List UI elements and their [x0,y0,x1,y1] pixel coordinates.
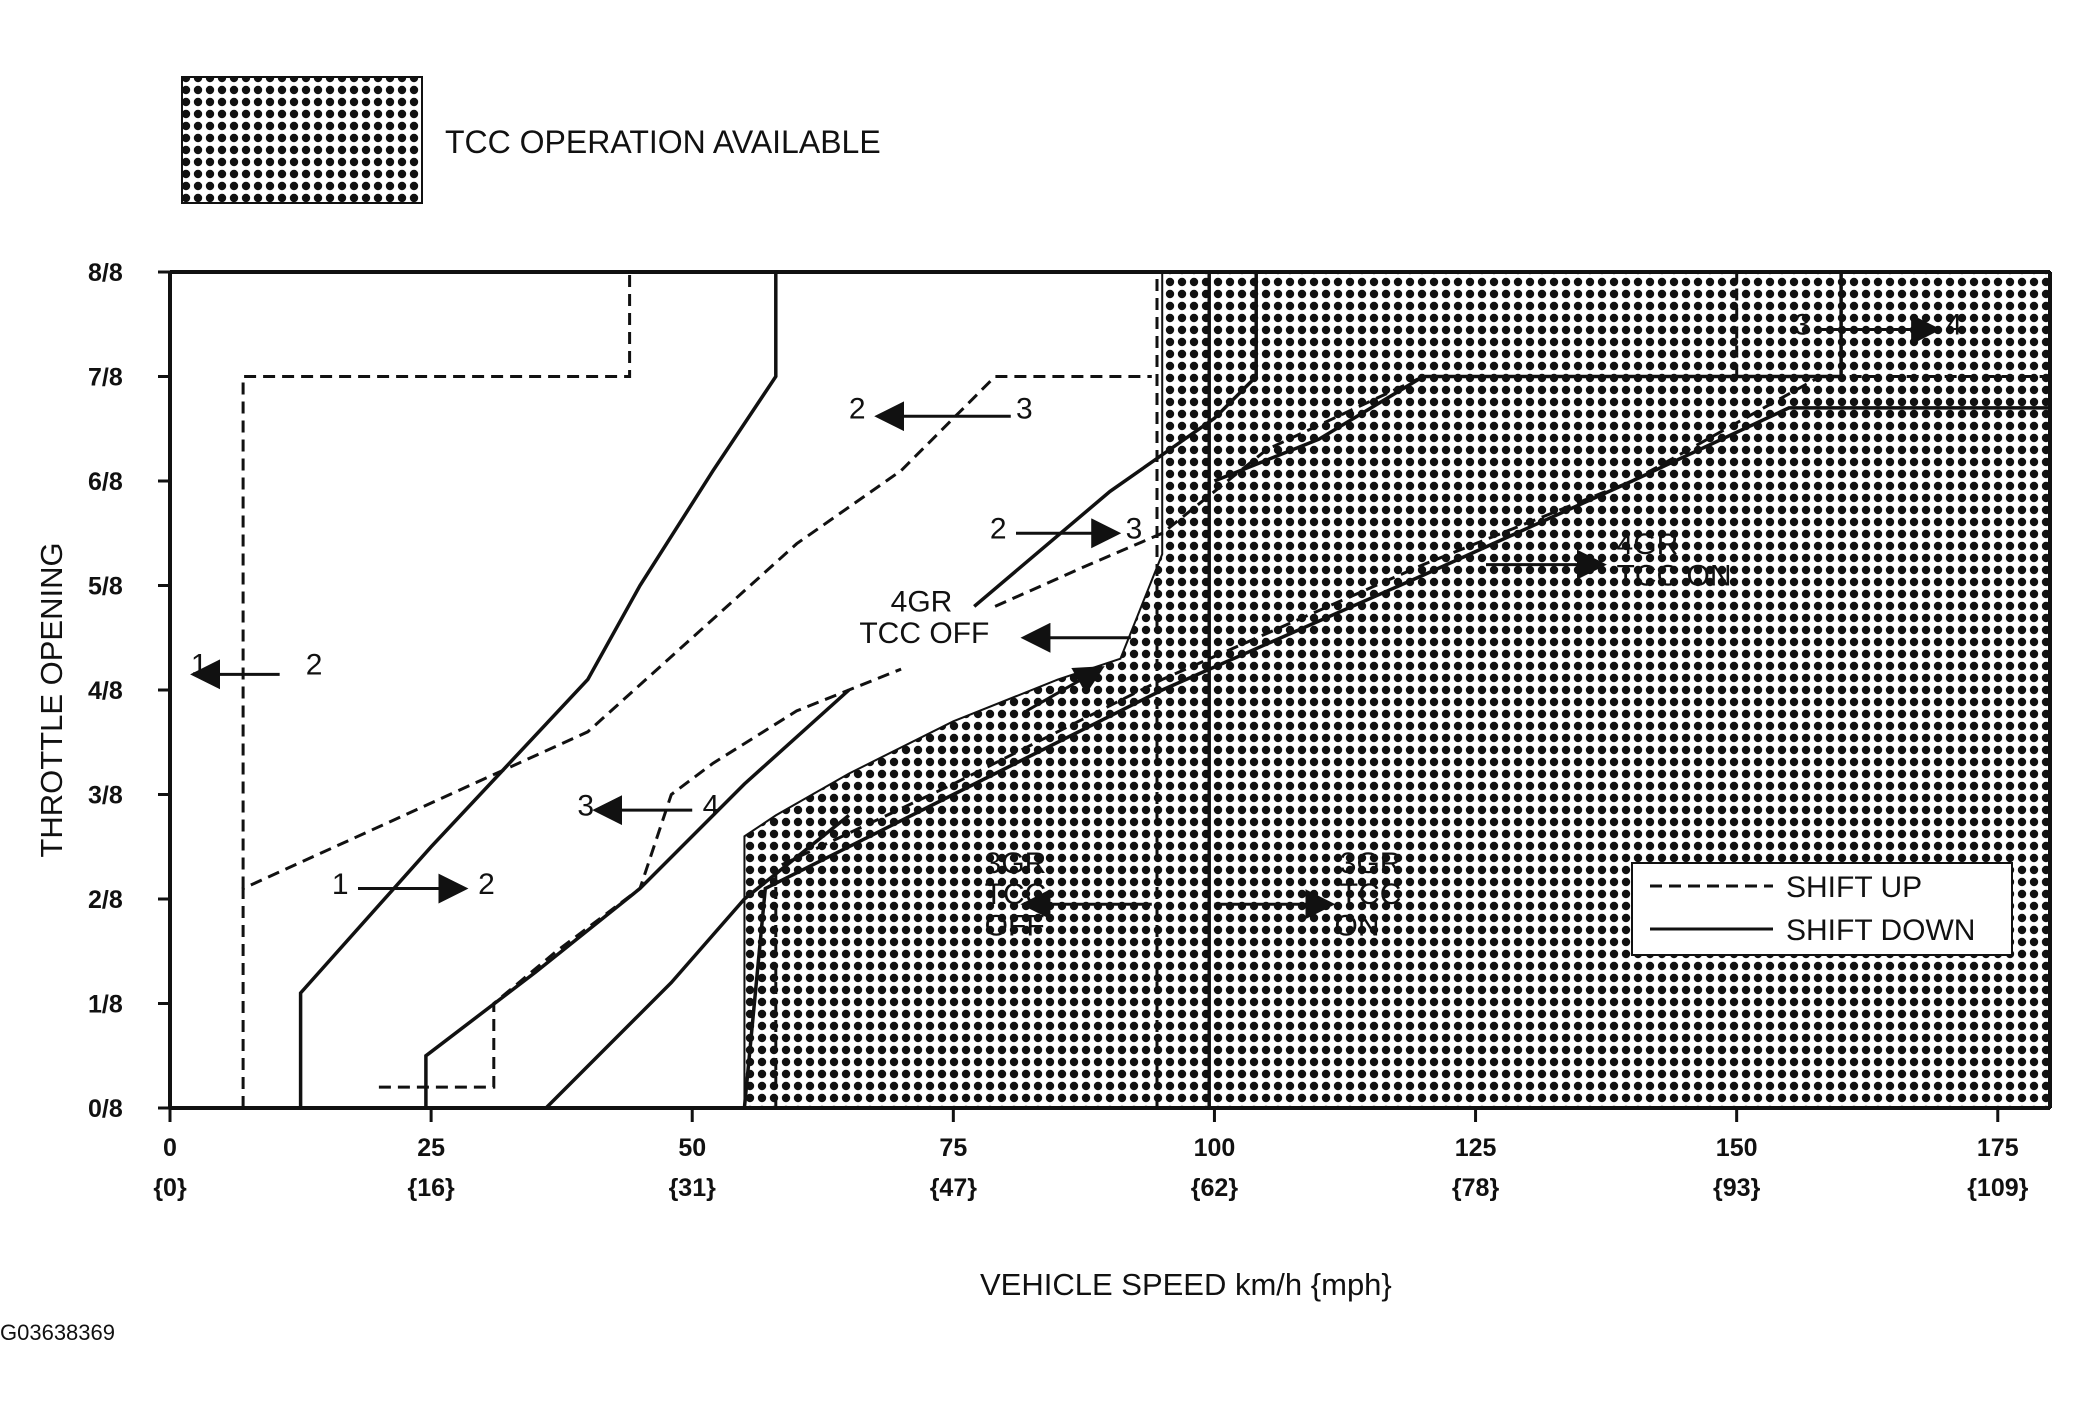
annotation-19: 3GR [1340,847,1402,880]
annotation-1: 2 [306,648,323,681]
x-tick-label-5: 125 [1455,1134,1497,1162]
annotation-10: 3 [1794,309,1811,342]
x-axis-title: VEHICLE SPEED km/h {mph} [980,1267,1392,1302]
x-tick-sublabel-1: {16} [407,1174,455,1202]
annotation-5: 4 [703,789,720,822]
y-tick-label-6: 6/8 [88,468,123,496]
series-line-4 [424,688,851,1108]
y-tick-label-4: 4/8 [88,677,123,705]
annotation-8: 2 [990,512,1007,545]
line-legend: SHIFT UP SHIFT DOWN [1631,862,2013,956]
x-tick-label-0: 0 [163,1134,177,1162]
x-tick-label-7: 175 [1977,1134,2019,1162]
annotation-16: 3GR [985,847,1047,880]
tcc-legend-label: TCC OPERATION AVAILABLE [445,124,881,160]
series-line-1 [241,272,632,889]
series-line-0 [241,375,1152,1108]
annotation-0: 1 [191,648,208,681]
y-tick-label-7: 7/8 [88,364,123,392]
series-line-7 [994,272,1843,608]
tcc-region [743,271,2051,1109]
annotation-12: 4GR [891,586,953,619]
x-tick-label-1: 25 [417,1134,445,1162]
series-line-5 [544,814,850,1110]
shift-down-label: SHIFT DOWN [1786,914,1975,947]
y-tick-label-2: 2/8 [88,886,123,914]
y-axis-title: THROTTLE OPENING [34,542,69,857]
series-line-10 [742,406,2050,1109]
annotation-9: 3 [1126,512,1143,545]
x-tick-label-2: 50 [678,1134,706,1162]
series-line-2 [298,272,778,1108]
top-legend: TCC OPERATION AVAILABLE [181,76,881,204]
x-tick-label-4: 100 [1194,1134,1236,1162]
x-tick-sublabel-5: {78} [1452,1174,1500,1202]
x-tick-sublabel-3: {47} [930,1174,978,1202]
x-tick-sublabel-6: {93} [1713,1174,1761,1202]
annotation-21: ON [1335,910,1380,943]
annotation-6: 2 [849,392,866,425]
y-tick-label-8: 8/8 [88,259,123,287]
x-tick-sublabel-2: {31} [669,1174,717,1202]
x-tick-label-6: 150 [1716,1134,1758,1162]
annotation-13: TCC OFF [859,617,989,650]
series-line-9 [774,375,2050,1108]
x-tick-sublabel-4: {62} [1191,1174,1239,1202]
shift-up-label: SHIFT UP [1786,871,1922,904]
y-tick-label-1: 1/8 [88,991,123,1019]
x-tick-sublabel-7: {109} [1967,1174,2028,1202]
annotation-18: OFF [985,910,1045,943]
line-legend-box [1631,862,2013,956]
series-line-6 [973,272,1258,608]
figure-id: G03638369 [0,1320,115,1345]
annotation-7: 3 [1016,392,1033,425]
tick-layer: 0/8 1/8 2/8 3/8 4/8 5/8 6/8 7/8 8/8 0 {0} 25 {16} 50 {… [88,259,2029,1202]
plot-area: 0/8 1/8 2/8 3/8 4/8 5/8 6/8 7/8 8/8 0 {0} 25 {16} 50 {… [88,259,2052,1202]
annotation-4: 3 [577,789,594,822]
annotation-20: TCC [1340,878,1402,911]
x-tick-sublabel-0: {0} [153,1174,187,1202]
tcc-legend-swatch [181,76,423,204]
y-tick-label-0: 0/8 [88,1095,123,1123]
annotation-15: TCC ON [1617,560,1732,593]
annotation-2: 1 [332,868,349,901]
annotation-14: 4GR [1617,528,1679,561]
shift-arrow-7 [1025,666,1105,713]
annotation-17: TCC [985,878,1047,911]
y-tick-label-5: 5/8 [88,573,123,601]
annotation-11: 4 [1946,309,1963,342]
y-tick-label-3: 3/8 [88,782,123,810]
series-line-8 [1213,272,1843,483]
annotation-3: 2 [478,868,495,901]
series-layer [241,272,2050,1110]
x-tick-label-3: 75 [939,1134,967,1162]
